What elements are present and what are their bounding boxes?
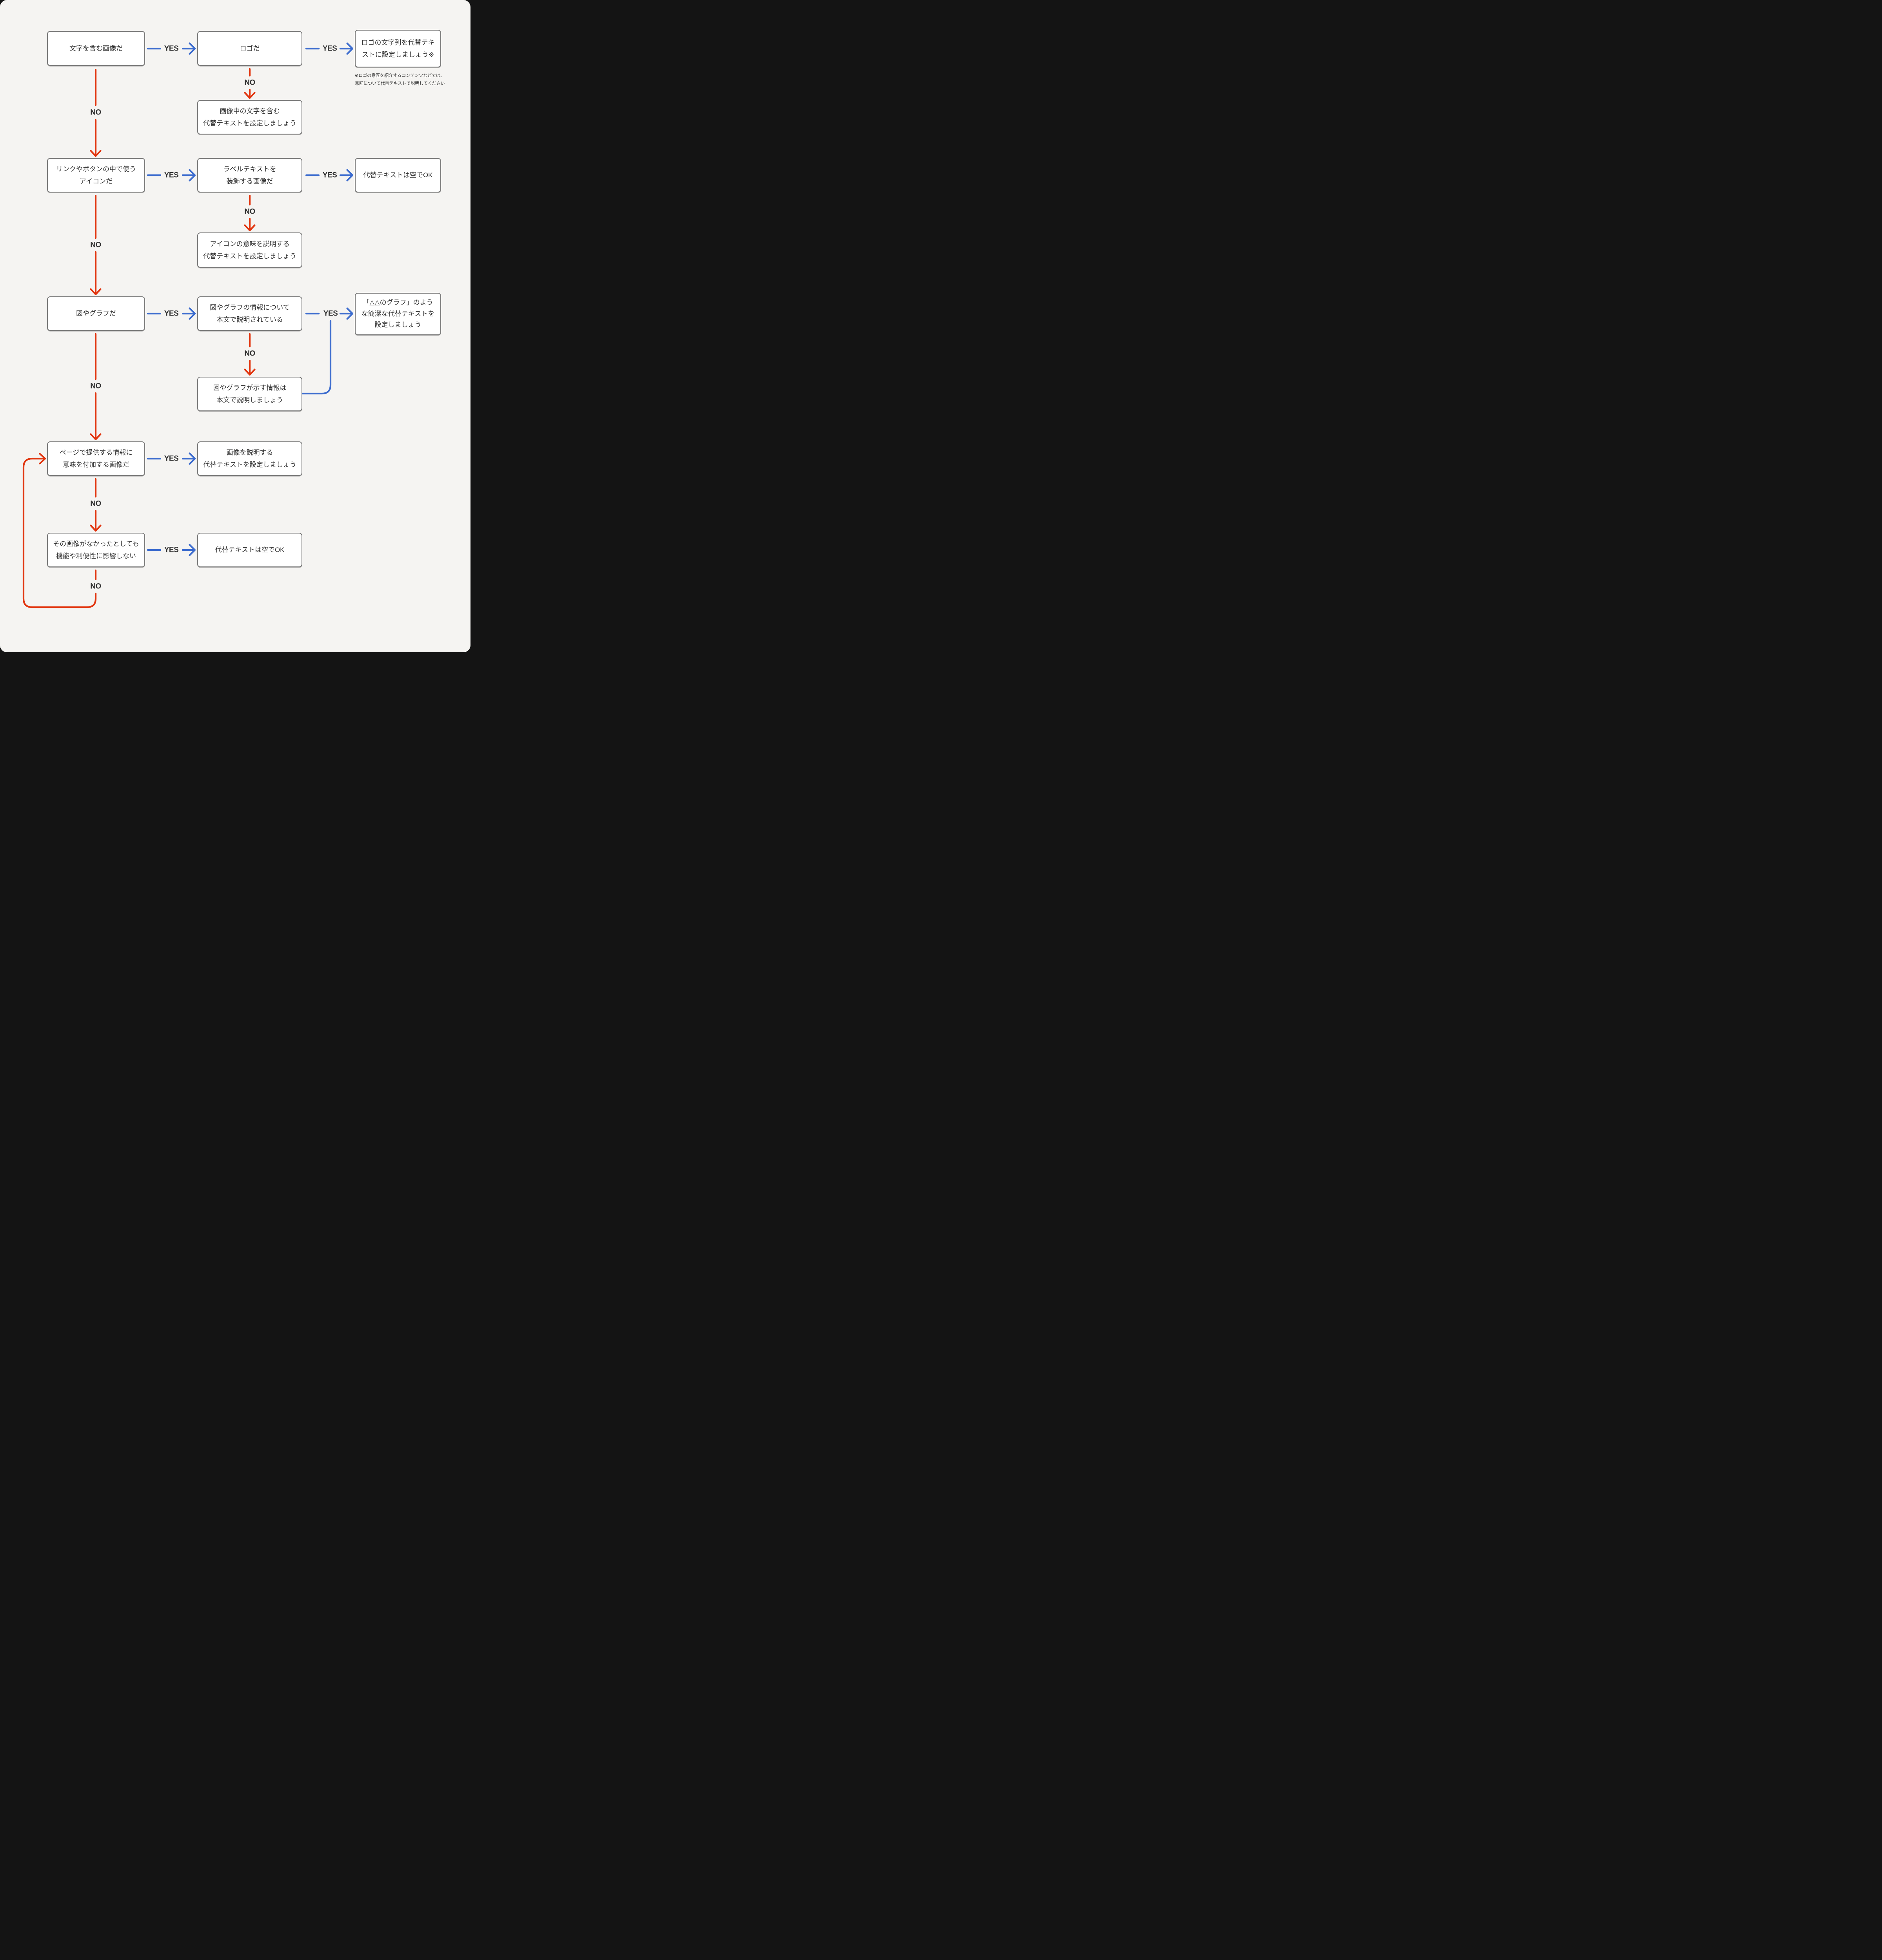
node-explain-in-text: 図やグラフが示す情報は 本文で説明しましょう: [197, 377, 302, 411]
label-yes-row1-left: YES: [164, 44, 179, 53]
label-no-adds-meaning: NO: [90, 499, 101, 508]
no-arrow-adds-meaning: [90, 478, 102, 532]
label-no-has-text: NO: [90, 108, 101, 117]
node-text-alt: 画像中の文字を含む 代替テキストを設定しましょう: [197, 100, 302, 134]
node-is-logo: ロゴだ: [197, 31, 302, 66]
label-no-explained: NO: [244, 349, 255, 358]
no-arrow-explained: [244, 333, 256, 376]
node-decorates-label: ラベルテキストを 装飾する画像だ: [197, 158, 302, 192]
node-adds-meaning: ページで提供する情報に 意味を付加する画像だ: [47, 441, 145, 476]
label-yes-row2-right: YES: [322, 171, 337, 180]
yes-arrow-row1-left: [147, 42, 196, 55]
node-chart-alt: 「△△のグラフ」のよう な簡潔な代替テキストを 設定しましょう: [355, 293, 441, 335]
no-arrow-has-text: [90, 69, 102, 157]
no-arrow-is-logo: [244, 68, 256, 99]
logo-footnote: ※ロゴの意匠を紹介するコンテンツなどでは、 意匠について代替テキストで説明してく…: [355, 73, 445, 86]
node-no-impact: その画像がなかったとしても 機能や利便性に影響しない: [47, 533, 145, 567]
yes-arrow-row3-right: [305, 307, 354, 320]
no-loop-back-arrow: [22, 453, 97, 608]
label-no-is-icon: NO: [90, 241, 101, 249]
yes-connector-explain-to-chart-alt: [301, 319, 332, 395]
no-arrow-is-chart: [90, 333, 102, 441]
node-is-icon: リンクやボタンの中で使う アイコンだ: [47, 158, 145, 192]
yes-arrow-row3-left: [147, 307, 196, 320]
flow-arrows: [22, 42, 354, 608]
node-logo-alt: ロゴの文字列を代替テキ ストに設定しましょう※: [355, 30, 441, 67]
yes-arrow-row2-right: [305, 169, 354, 181]
no-arrow-decorates: [244, 194, 256, 232]
node-has-text: 文字を含む画像だ: [47, 31, 145, 66]
yes-arrow-row2-left: [147, 169, 196, 181]
label-no-no-impact: NO: [90, 582, 101, 591]
label-yes-row1-right: YES: [322, 44, 337, 53]
node-empty-alt-ok: 代替テキストは空でOK: [197, 533, 302, 567]
node-is-chart: 図やグラフだ: [47, 296, 145, 331]
yes-arrow-row4-left: [147, 452, 196, 465]
node-icon-alt: アイコンの意味を説明する 代替テキストを設定しましょう: [197, 232, 302, 268]
node-empty-alt-icon: 代替テキストは空でOK: [355, 158, 441, 192]
node-image-alt: 画像を説明する 代替テキストを設定しましょう: [197, 441, 302, 476]
flowchart-canvas: 文字を含む画像だ ロゴだ ロゴの文字列を代替テキ ストに設定しましょう※ 画像中…: [0, 0, 470, 652]
label-no-is-logo: NO: [244, 78, 255, 87]
label-yes-row4-left: YES: [164, 454, 179, 463]
yes-arrow-row1-right: [305, 42, 354, 55]
label-yes-row3-left: YES: [164, 309, 179, 318]
yes-arrow-row5-left: [147, 544, 196, 556]
label-no-is-chart: NO: [90, 382, 101, 390]
node-explained-in-text: 図やグラフの情報について 本文で説明されている: [197, 296, 302, 331]
label-no-decorates: NO: [244, 207, 255, 216]
label-yes-row5-left: YES: [164, 546, 179, 554]
label-yes-row2-left: YES: [164, 171, 179, 180]
no-arrow-is-icon: [90, 194, 102, 296]
label-yes-row3-right: YES: [323, 309, 338, 318]
